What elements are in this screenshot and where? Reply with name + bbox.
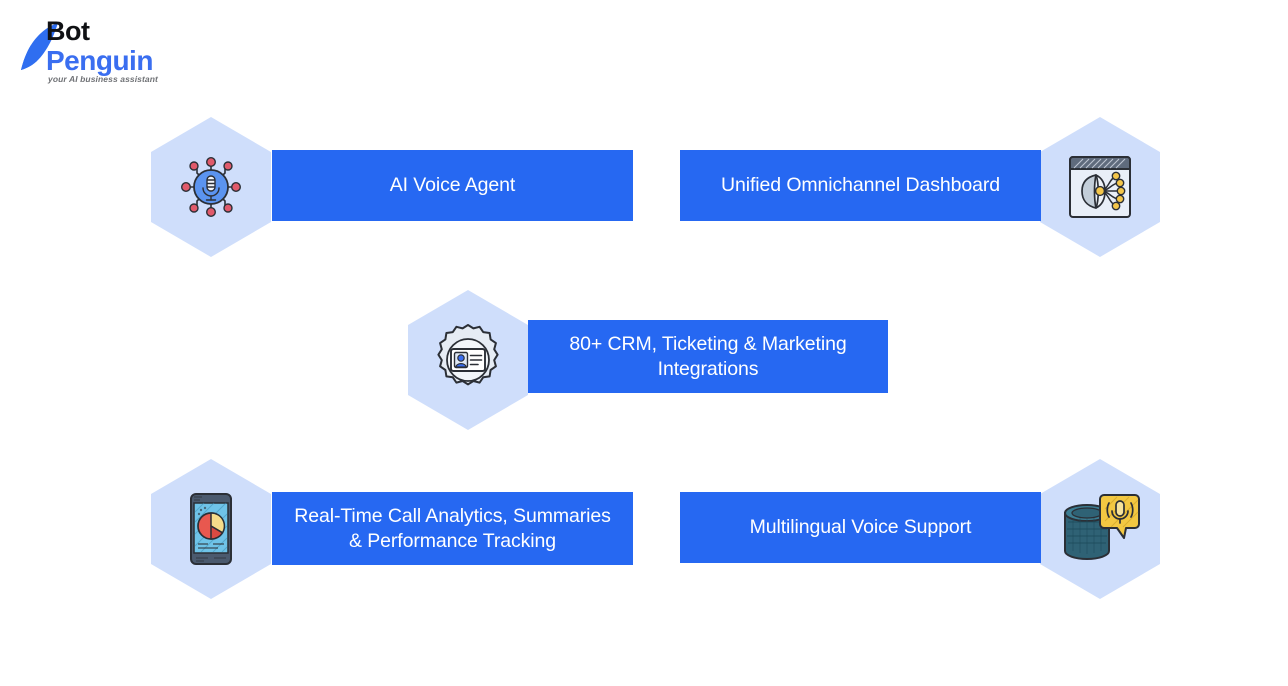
feature-label-bar[interactable]: Real-Time Call Analytics, Summaries & Pe… [272, 492, 633, 565]
feature-label-text: Real-Time Call Analytics, Summaries & Pe… [294, 505, 611, 552]
feature-icon-hexagon [1040, 459, 1160, 599]
smart-speaker-voice-bubble-icon [1059, 489, 1141, 569]
feature-label-bar[interactable]: Multilingual Voice Support [680, 492, 1041, 563]
microphone-network-icon [173, 149, 249, 225]
mobile-pie-chart-icon [188, 492, 234, 566]
gear-contact-card-icon [431, 323, 505, 397]
feature-label-text: AI Voice Agent [389, 174, 516, 197]
feature-icon-hexagon [1040, 117, 1160, 257]
logo-wordmark: Bot Penguin [46, 18, 246, 76]
botpenguin-logo: Bot Penguin your AI business assistant [18, 18, 248, 90]
logo-text-penguin: Penguin [46, 45, 153, 76]
logo-tagline: your AI business assistant [48, 74, 158, 84]
feature-label-bar[interactable]: 80+ CRM, Ticketing & Marketing Integrati… [528, 320, 888, 393]
feature-icon-hexagon [408, 290, 528, 430]
feature-label-bar[interactable]: AI Voice Agent [272, 150, 633, 221]
feature-icon-hexagon [151, 117, 271, 257]
feature-icon-hexagon [151, 459, 271, 599]
feature-label-text: Unified Omnichannel Dashboard [721, 174, 1000, 197]
feature-label-bar[interactable]: Unified Omnichannel Dashboard [680, 150, 1041, 221]
feature-label-text: Multilingual Voice Support [749, 516, 972, 539]
omnichannel-dashboard-window-icon [1064, 151, 1136, 223]
feature-label-text: 80+ CRM, Ticketing & Marketing Integrati… [569, 333, 847, 380]
penguin-logo-icon [18, 22, 62, 74]
logo-text-bot: Bot [46, 16, 90, 46]
